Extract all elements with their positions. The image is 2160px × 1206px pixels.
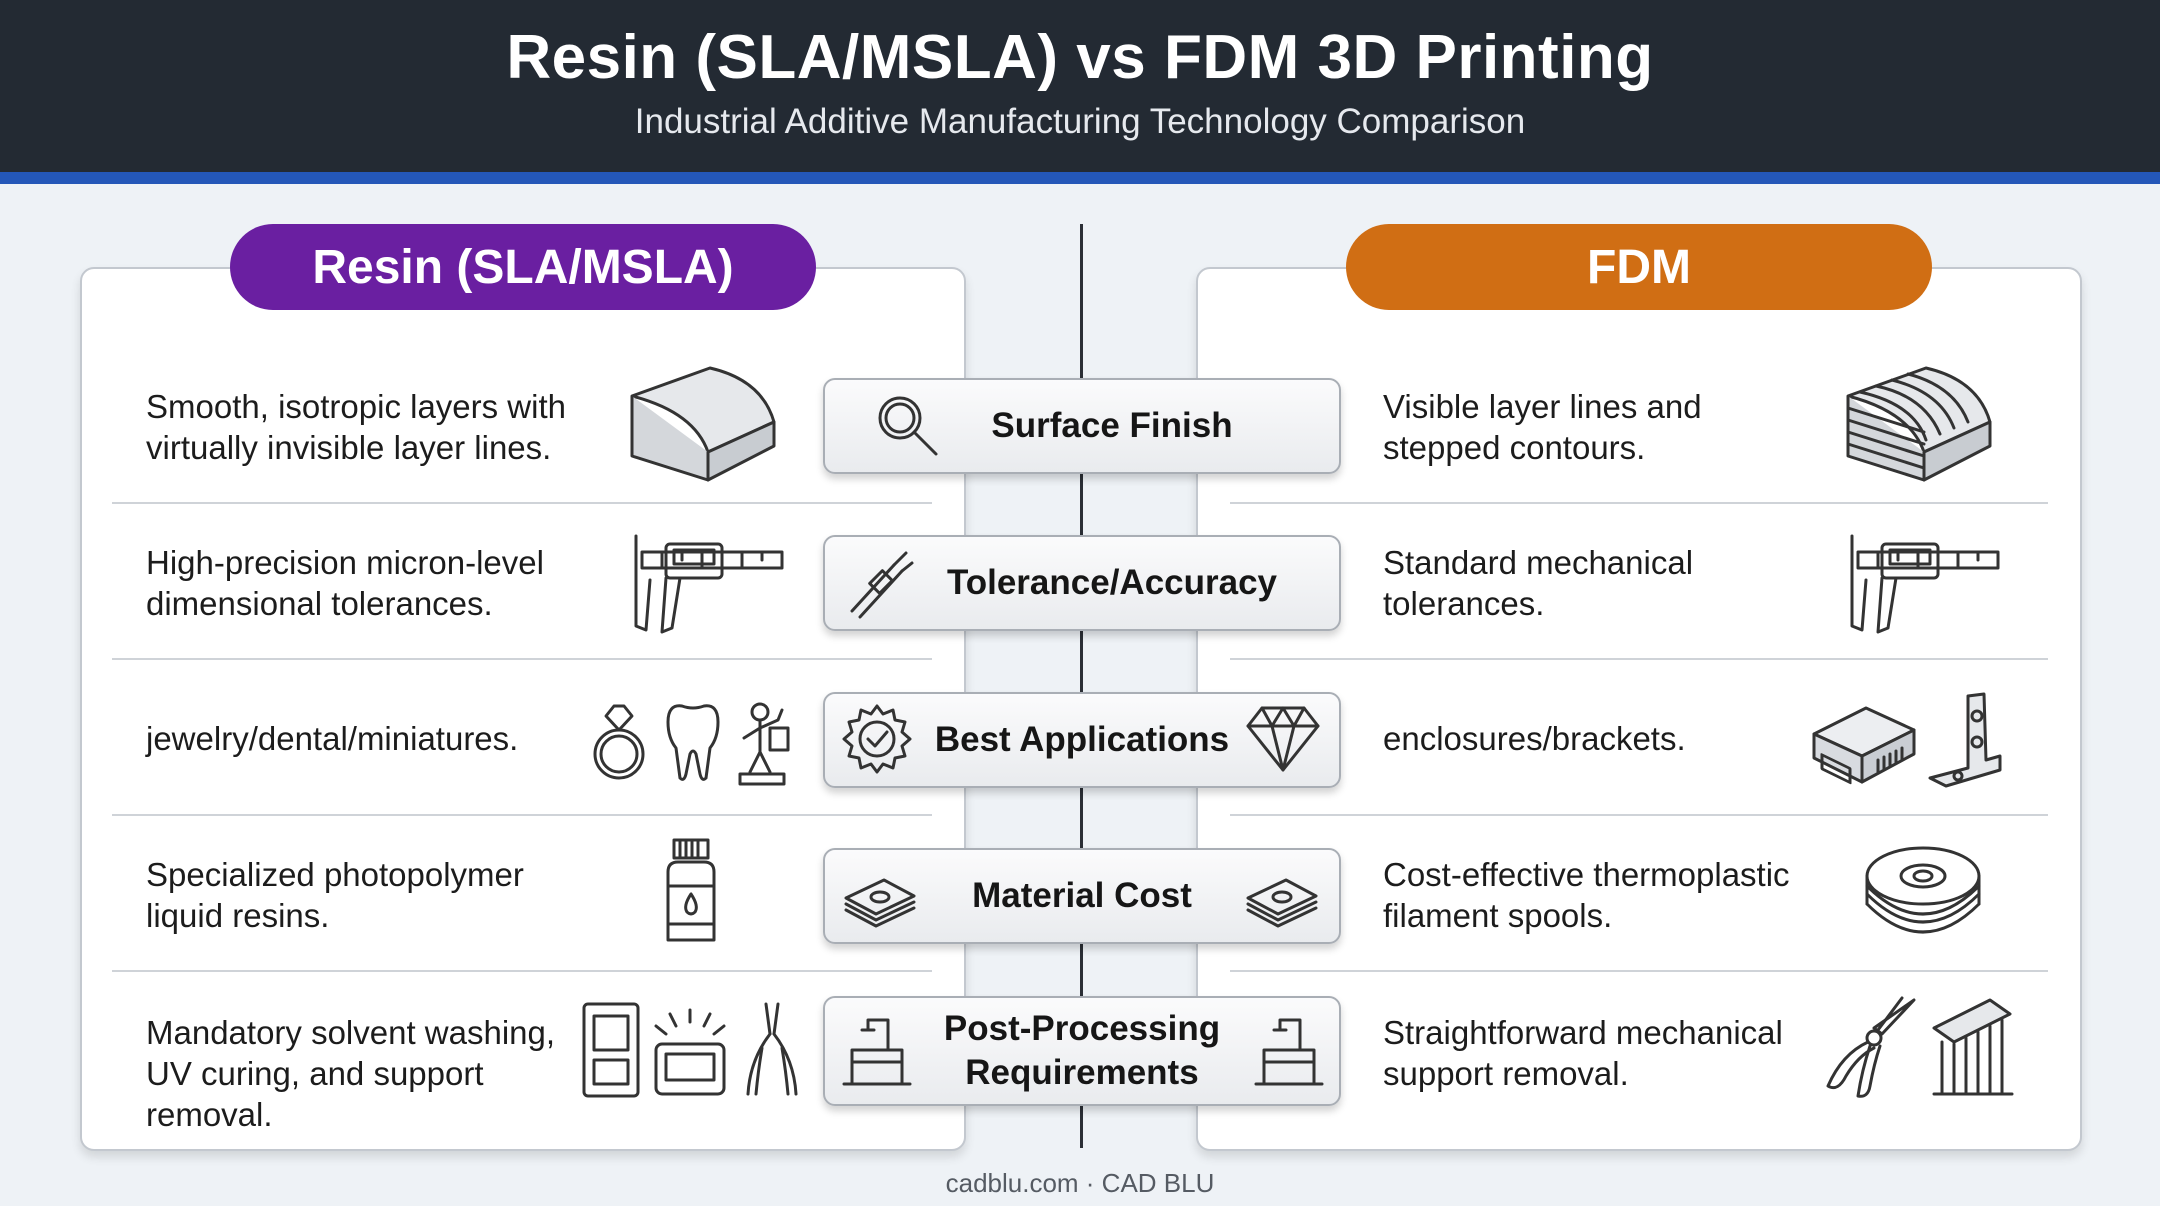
tooth-icon <box>666 704 720 781</box>
angle-bracket-icon <box>1928 692 2002 788</box>
money-stack-icon <box>844 878 916 928</box>
fdm-tolerance-text: Standard mechanical tolerances. <box>1383 544 1694 622</box>
resin-post-processing-text: Mandatory solvent washing, UV curing, an… <box>146 1014 556 1133</box>
wash-tank-icon <box>1254 1018 1324 1086</box>
left-row-divider <box>112 502 932 504</box>
pliers-icon <box>1826 996 1916 1098</box>
left-row-divider <box>112 658 932 660</box>
page-title: Resin (SLA/MSLA) vs FDM 3D Printing <box>506 23 1654 92</box>
diamond-icon <box>1246 706 1320 772</box>
center-divider <box>1080 224 1083 1148</box>
right-row-divider <box>1230 814 2048 816</box>
footer-credit: cadblu.com · CAD BLU <box>945 1168 1215 1198</box>
enclosure-box-icon <box>1812 706 1916 785</box>
support-removal-icon <box>1932 998 2014 1096</box>
resin-heading: Resin (SLA/MSLA) <box>230 224 816 310</box>
money-stack-icon <box>1246 878 1318 928</box>
caliper-icon <box>634 534 784 634</box>
fdm-material-text: Cost-effective thermoplastic filament sp… <box>1383 856 1790 934</box>
criterion-post-processing: Post-Processing Requirements <box>823 996 1341 1106</box>
miniature-figure-icon <box>738 702 790 786</box>
resin-material-text: Specialized photopolymer liquid resins. <box>146 856 524 934</box>
fdm-surface-finish-text: Visible layer lines and stepped contours… <box>1383 388 1702 466</box>
layered-block-icon <box>1846 366 1992 482</box>
magnifier-icon <box>878 396 938 456</box>
fdm-heading: FDM <box>1346 224 1932 310</box>
wash-tank-icon <box>842 1018 912 1086</box>
right-row-divider <box>1230 502 2048 504</box>
criterion-tolerance-accuracy: Tolerance/Accuracy <box>823 535 1341 631</box>
uv-cure-station-icon <box>654 1008 726 1096</box>
resin-applications-text: jewelry/dental/miniatures. <box>146 720 519 757</box>
gear-check-icon <box>842 704 912 774</box>
caliper-icon <box>1850 534 2000 634</box>
left-row-divider <box>112 814 932 816</box>
header-banner: Resin (SLA/MSLA) vs FDM 3D Printing Indu… <box>0 0 2160 172</box>
fdm-applications-text: enclosures/brackets. <box>1383 720 1686 757</box>
fdm-post-processing-text: Straightforward mechanical support remov… <box>1383 1014 1783 1092</box>
criterion-surface-finish: Surface Finish <box>823 378 1341 474</box>
left-row-divider <box>112 970 932 972</box>
resin-tolerance-text: High-precision micron-level dimensional … <box>146 544 544 622</box>
smooth-block-icon <box>630 366 776 482</box>
resin-surface-finish-text: Smooth, isotropic layers with virtually … <box>146 388 566 466</box>
right-row-divider <box>1230 970 2048 972</box>
flush-cutter-icon <box>746 1002 798 1096</box>
ring-icon <box>593 704 645 780</box>
page-subtitle: Industrial Additive Manufacturing Techno… <box>634 102 1526 141</box>
caliper-icon <box>850 551 914 619</box>
resin-panel <box>80 267 966 1151</box>
wash-station-icon <box>582 1002 640 1098</box>
header-accent-stripe <box>0 172 2160 184</box>
right-row-divider <box>1230 658 2048 660</box>
filament-spool-icon <box>1865 846 1981 934</box>
resin-bottle-icon <box>666 838 716 942</box>
